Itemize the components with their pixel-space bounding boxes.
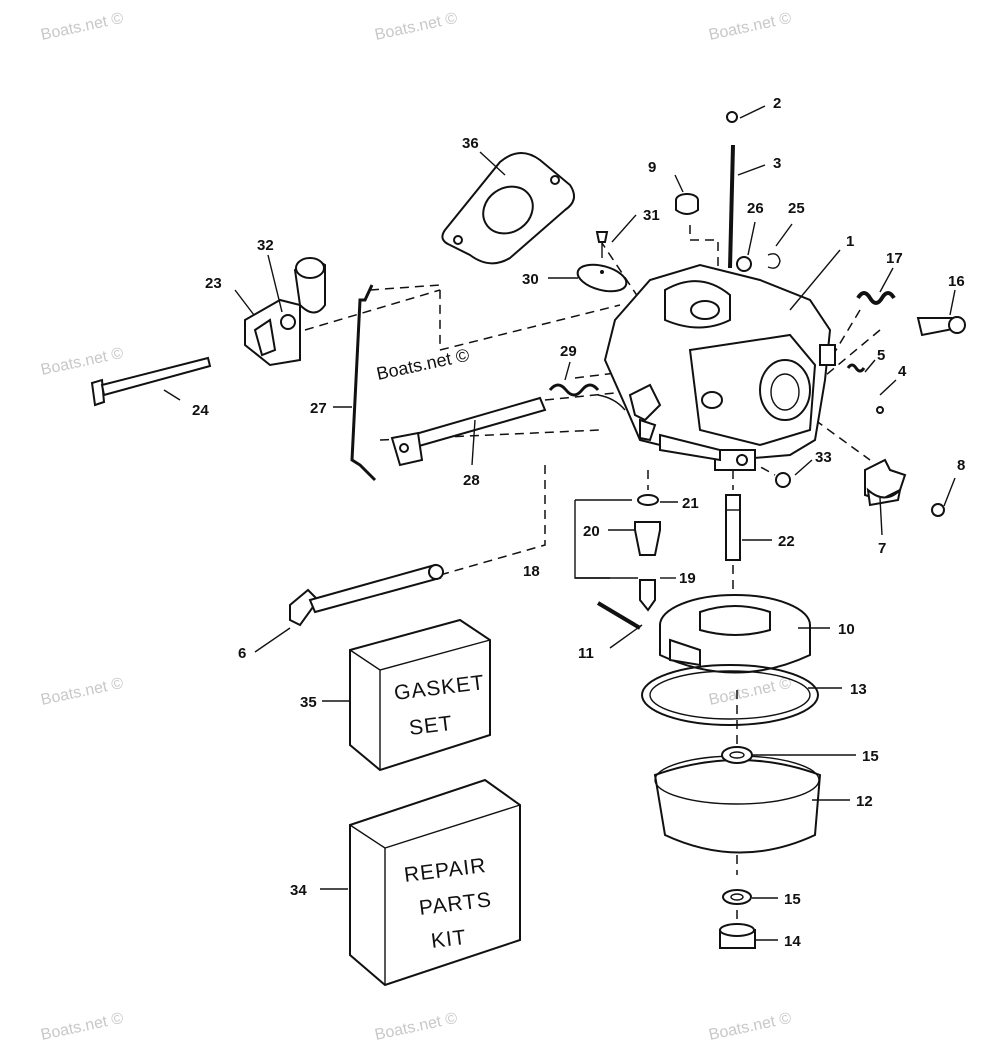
callout-15b: 15 (784, 891, 801, 908)
callout-13: 13 (850, 681, 867, 698)
leader-lines (163, 105, 956, 941)
callout-5: 5 (877, 347, 885, 364)
callout-1: 1 (846, 233, 854, 250)
inlet-needle-and-seat (634, 494, 661, 612)
callout-19: 19 (679, 570, 696, 587)
watermark: Boats.net © (39, 675, 125, 709)
repair-kit-line3: KIT (430, 926, 468, 953)
callout-14: 14 (784, 933, 801, 950)
callout-12: 12 (856, 793, 873, 810)
adjustment-screws (846, 291, 966, 414)
watermark: Boats.net © (39, 345, 125, 379)
screw (775, 472, 791, 488)
callout-17: 17 (886, 250, 903, 267)
repair-parts-kit-box: REPAIR PARTS KIT (349, 778, 521, 987)
float-lever (864, 458, 945, 517)
callout-30: 30 (522, 271, 539, 288)
callout-6: 6 (238, 645, 246, 662)
watermark: Boats.net © (707, 1010, 793, 1044)
callout-21: 21 (682, 495, 699, 512)
watermark: Boats.net © (373, 10, 459, 44)
callout-15: 15 (862, 748, 879, 765)
float (596, 594, 811, 674)
carburetor-body (603, 263, 836, 471)
callout-29: 29 (560, 343, 577, 360)
watermark: Boats.net © (373, 1010, 459, 1044)
callout-10: 10 (838, 621, 855, 638)
callout-16: 16 (948, 273, 965, 290)
callout-34: 34 (290, 882, 307, 899)
watermark-center: Boats.net © (375, 345, 471, 384)
callout-33: 33 (815, 449, 832, 466)
callout-18: 18 (523, 563, 540, 580)
callout-26: 26 (747, 200, 764, 217)
callout-35: 35 (300, 694, 317, 711)
throttle-shaft (390, 383, 626, 467)
float-bowl (653, 746, 822, 949)
callout-numbers: 1 2 3 4 5 6 7 8 9 10 11 12 13 14 15 15 1… (192, 95, 965, 950)
main-jet (725, 494, 741, 561)
screw-and-plate (576, 231, 628, 293)
bowl-gasket (641, 664, 819, 726)
watermark: Boats.net © (707, 675, 793, 709)
callout-8: 8 (957, 457, 965, 474)
pins-and-caps (675, 111, 781, 272)
callout-23: 23 (205, 275, 222, 292)
watermark: Boats.net © (39, 1010, 125, 1044)
gasket-set-line2: SET (408, 712, 454, 740)
callout-4: 4 (898, 363, 907, 380)
callout-32: 32 (257, 237, 274, 254)
callout-27: 27 (310, 400, 327, 417)
callout-20: 20 (583, 523, 600, 540)
callout-31: 31 (643, 207, 660, 224)
callout-3: 3 (773, 155, 781, 172)
callout-24: 24 (192, 402, 209, 419)
gasket-flange (441, 152, 575, 265)
callout-7: 7 (878, 540, 886, 557)
callout-25: 25 (788, 200, 805, 217)
callout-22: 22 (778, 533, 795, 550)
choke-shaft (289, 563, 444, 627)
callout-36: 36 (462, 135, 479, 152)
callout-2: 2 (773, 95, 781, 112)
callout-28: 28 (463, 472, 480, 489)
watermark: Boats.net © (39, 10, 125, 44)
callout-9: 9 (648, 159, 656, 176)
callout-11: 11 (578, 645, 594, 662)
gasket-set-box: GASKET SET (349, 618, 491, 772)
throttle-linkage (90, 257, 326, 407)
watermark: Boats.net © (707, 10, 793, 44)
link-rod (350, 284, 377, 482)
